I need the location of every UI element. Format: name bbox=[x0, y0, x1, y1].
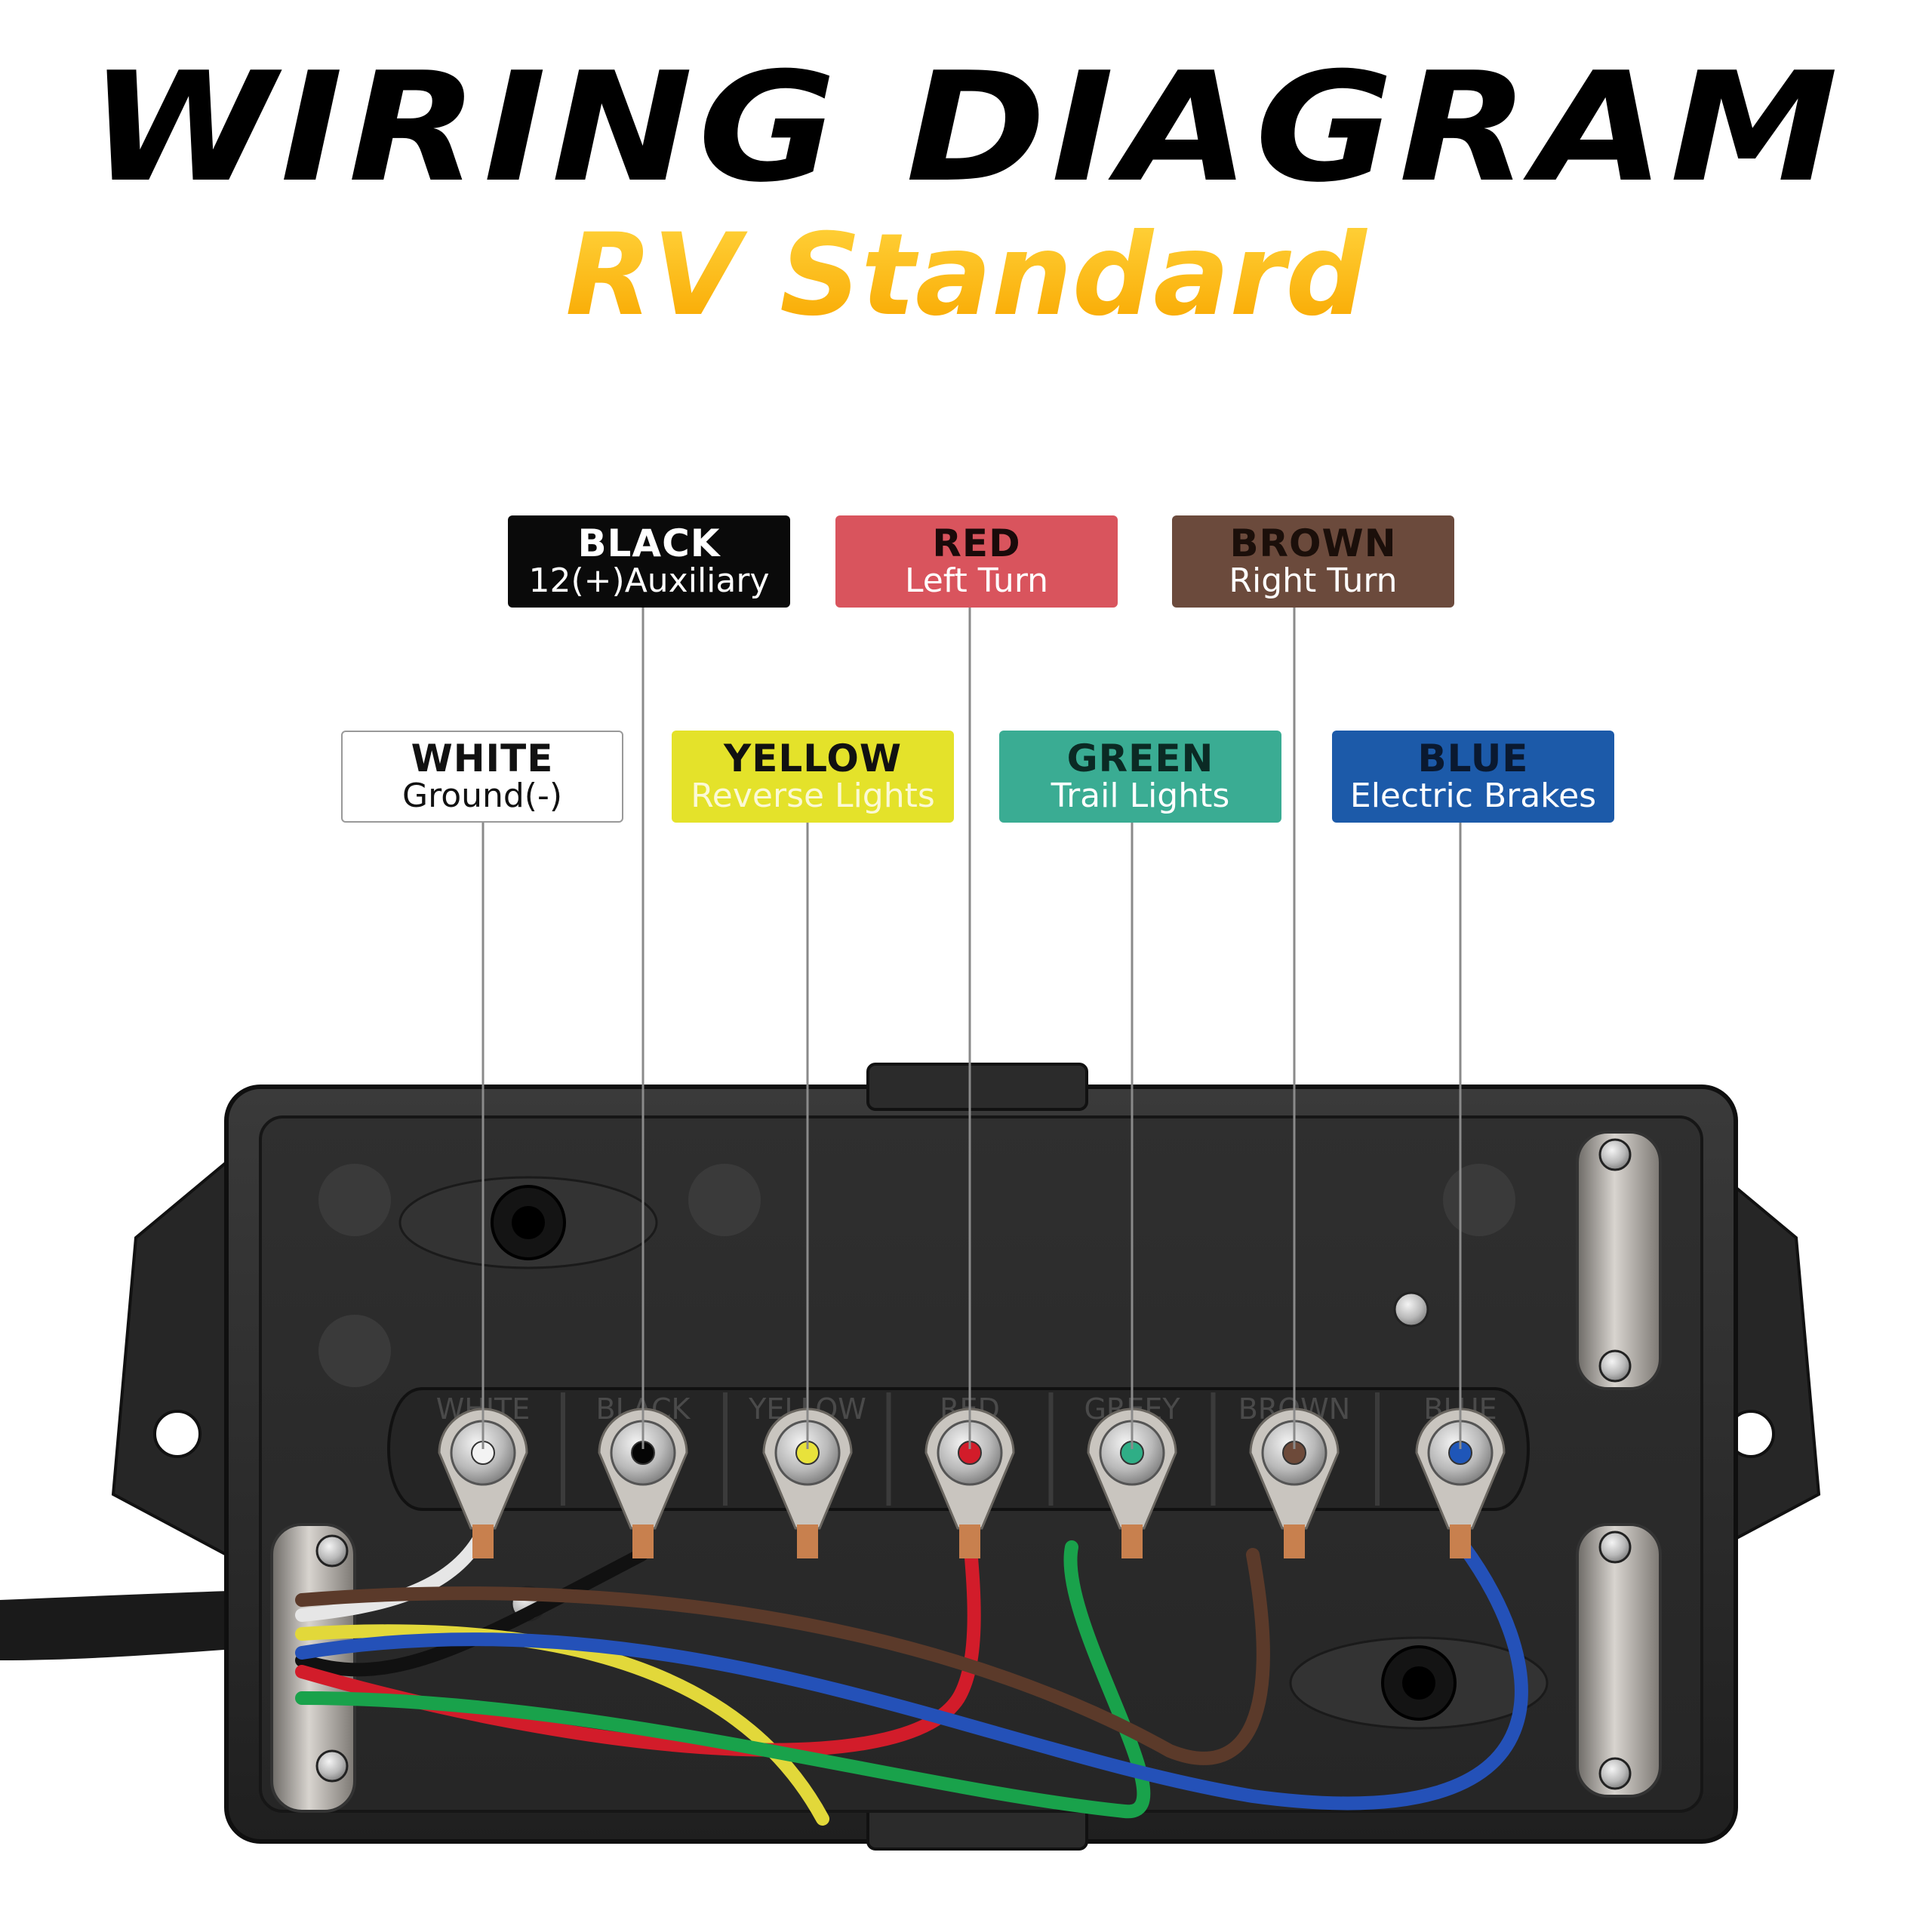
screw-upper-right bbox=[1393, 1291, 1429, 1328]
label-blue-function: Electric Brakes bbox=[1349, 777, 1597, 816]
label-red-function: Left Turn bbox=[904, 561, 1049, 601]
terminal-post-white bbox=[438, 1408, 528, 1558]
left-mount-hole bbox=[153, 1410, 202, 1458]
wire-red bbox=[295, 1533, 981, 1757]
label-yellow-function: Reverse Lights bbox=[691, 777, 935, 816]
terminal-posts bbox=[438, 1408, 1506, 1558]
label-blue: BLUE Electric Brakes bbox=[1332, 731, 1614, 823]
main-cable bbox=[0, 1589, 294, 1660]
crimp-sleeve bbox=[1450, 1524, 1471, 1558]
cable-clamp-right-bottom bbox=[1576, 1523, 1662, 1798]
crimp-sleeve bbox=[959, 1524, 980, 1558]
terminal-post-green bbox=[1087, 1408, 1177, 1558]
page-subtitle: RV Standard bbox=[0, 219, 1932, 332]
crimp-sleeve bbox=[472, 1524, 494, 1558]
terminal-post-yellow bbox=[762, 1408, 853, 1558]
label-red-name: RED bbox=[932, 521, 1021, 565]
wires bbox=[295, 1525, 1528, 1826]
left-mounting-flange bbox=[111, 1158, 228, 1558]
cable-clamp-right-top bbox=[1576, 1131, 1662, 1390]
wire-green bbox=[295, 1540, 1151, 1819]
terminal-post-black bbox=[598, 1408, 688, 1558]
label-white: WHITE Ground(-) bbox=[341, 731, 623, 823]
terminal-post-red bbox=[924, 1408, 1015, 1558]
label-black-name: BLACK bbox=[577, 521, 721, 565]
leader-lines bbox=[481, 608, 1462, 1449]
crimp-sleeve bbox=[797, 1524, 818, 1558]
wire-brown bbox=[295, 1548, 1270, 1765]
label-white-function: Ground(-) bbox=[401, 777, 563, 816]
crimp-sleeve bbox=[1284, 1524, 1305, 1558]
label-green-function: Trail Lights bbox=[1051, 777, 1230, 816]
page-title: WIRING DIAGRAM bbox=[88, 40, 1844, 216]
terminal-dividers bbox=[561, 1392, 1380, 1506]
terminal-post-brown bbox=[1249, 1408, 1340, 1558]
label-green-name: GREEN bbox=[1066, 736, 1214, 780]
terminal-post-blue bbox=[1415, 1408, 1506, 1558]
label-yellow-name: YELLOW bbox=[724, 736, 902, 780]
label-white-name: WHITE bbox=[411, 736, 554, 780]
crimp-sleeve bbox=[1121, 1524, 1143, 1558]
label-black-function: 12(+)Auxiliary bbox=[528, 561, 770, 601]
label-brown-function: Right Turn bbox=[1229, 561, 1398, 601]
label-yellow: YELLOW Reverse Lights bbox=[672, 731, 954, 823]
label-blue-name: BLUE bbox=[1417, 736, 1529, 780]
label-green: GREEN Trail Lights bbox=[999, 731, 1281, 823]
label-brown-name: BROWN bbox=[1229, 521, 1397, 565]
crimp-sleeve bbox=[632, 1524, 654, 1558]
label-black: BLACK 12(+)Auxiliary bbox=[508, 515, 790, 608]
wire-blue bbox=[295, 1540, 1528, 1811]
label-red: RED Left Turn bbox=[835, 515, 1118, 608]
label-brown: BROWN Right Turn bbox=[1172, 515, 1454, 608]
box-top-tab bbox=[866, 1063, 1088, 1111]
